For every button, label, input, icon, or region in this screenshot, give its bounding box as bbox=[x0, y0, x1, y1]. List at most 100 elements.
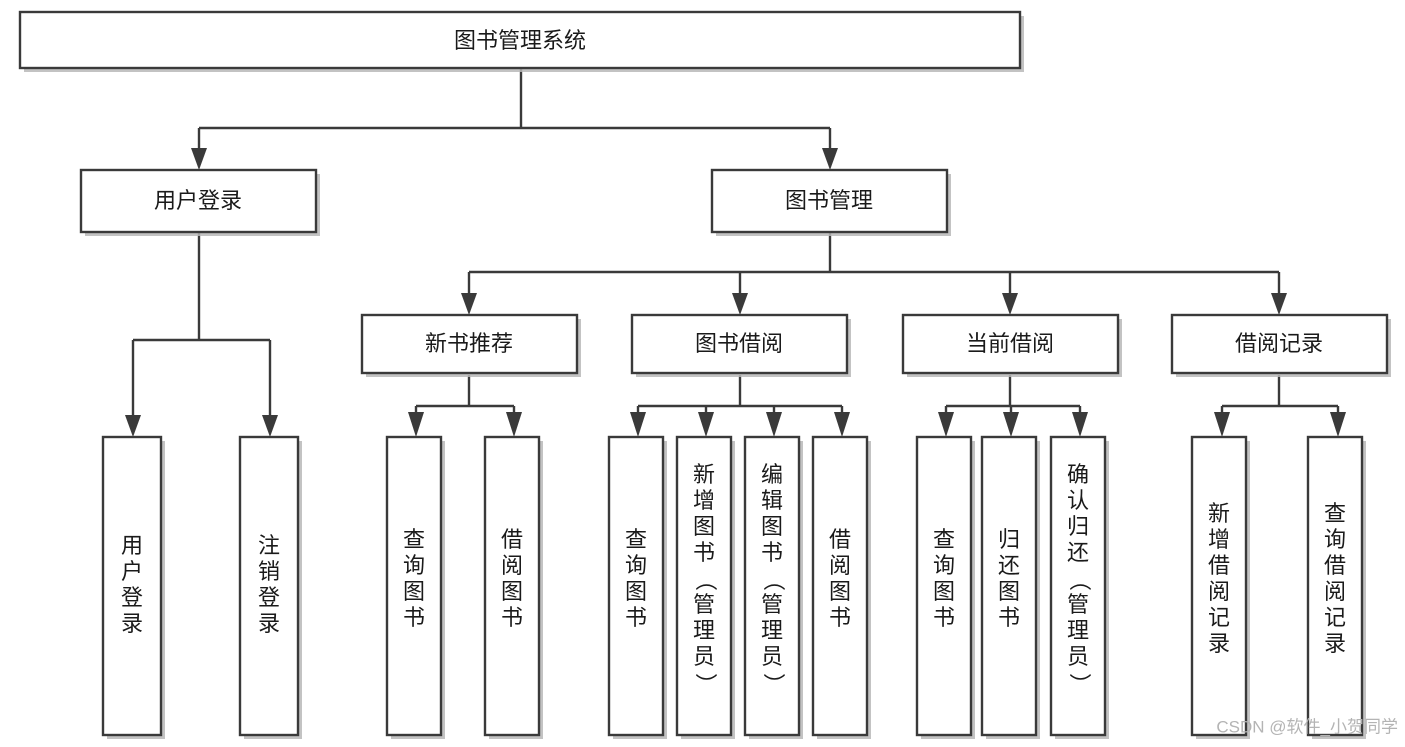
leaf-rect bbox=[385, 435, 443, 737]
leaf-label-char: 询 bbox=[403, 553, 425, 578]
connector-group-borrow-record bbox=[1214, 375, 1346, 437]
arrow-head-icon bbox=[630, 412, 646, 437]
leaf-rect bbox=[811, 435, 869, 737]
leaf-label-char: 查 bbox=[403, 527, 425, 552]
leaf-rect bbox=[743, 435, 801, 737]
arrow-head-icon bbox=[1072, 412, 1088, 437]
leaf-label-char: 管 bbox=[1067, 592, 1089, 617]
leaf-label-char: 书 bbox=[829, 605, 851, 630]
leaf-label-char: 增 bbox=[693, 488, 715, 513]
arrow-head-icon bbox=[125, 415, 141, 437]
node-current-borrow[interactable]: 当前借阅 bbox=[901, 313, 1122, 377]
node-borrow-record[interactable]: 借阅记录 bbox=[1170, 313, 1391, 377]
leaf-label-char: 图 bbox=[693, 514, 715, 539]
node-borrow-record-rect bbox=[1170, 313, 1389, 375]
leaf-label-char: 询 bbox=[625, 553, 647, 578]
arrow-head-icon bbox=[262, 415, 278, 437]
leaf-label-char: 编 bbox=[761, 462, 783, 487]
node-book-management-label: 图书管理 bbox=[785, 188, 873, 213]
leaf-label-char: 员 bbox=[1067, 644, 1089, 669]
leaf-label-char: 归 bbox=[1067, 514, 1089, 539]
node-user-login-rect bbox=[79, 168, 318, 234]
leaf-label-char: 用 bbox=[121, 533, 143, 558]
leaf-label-char: 录 bbox=[121, 611, 143, 636]
arrow-head-icon bbox=[461, 293, 477, 315]
arrow-head-icon bbox=[1330, 412, 1346, 437]
leaf-label-char: 阅 bbox=[501, 553, 523, 578]
leaf-label-char: 阅 bbox=[829, 553, 851, 578]
leaf-label-char: ） bbox=[761, 673, 786, 695]
node-root-rect bbox=[18, 10, 1022, 70]
leaf-label-char: 员 bbox=[761, 644, 783, 669]
leaf-label-char: 录 bbox=[1208, 631, 1230, 656]
leaf-label-char: 询 bbox=[933, 553, 955, 578]
leaf-label-char: 确 bbox=[1067, 462, 1089, 487]
node-book-management-rect bbox=[710, 168, 949, 234]
leaf-label-char: 登 bbox=[121, 585, 143, 610]
leaf-label-char: 借 bbox=[829, 527, 851, 552]
node-root-label: 图书管理系统 bbox=[454, 28, 586, 53]
leaf-label-char: 记 bbox=[1324, 605, 1346, 630]
leaf-rect bbox=[607, 435, 665, 737]
leaf-rect bbox=[915, 435, 973, 737]
leaf-label-char: ） bbox=[693, 673, 718, 695]
leaf-label-char: ） bbox=[1067, 673, 1092, 695]
leaf-label-char: 新 bbox=[1208, 501, 1230, 526]
watermark-label: CSDN @软件_小贺同学 bbox=[1216, 717, 1398, 736]
arrow-head-icon bbox=[938, 412, 954, 437]
arrow-head-icon bbox=[1214, 412, 1230, 437]
node-book-borrow[interactable]: 图书借阅 bbox=[630, 313, 851, 377]
leaf-label-char: 书 bbox=[403, 605, 425, 630]
node-current-borrow-label: 当前借阅 bbox=[966, 331, 1054, 356]
leaf-label-char: （ bbox=[693, 569, 718, 591]
leaf-label-char: 询 bbox=[1324, 527, 1346, 552]
connector-group-user-login bbox=[125, 232, 278, 437]
leaf-label-char: （ bbox=[1067, 569, 1092, 591]
leaf-label-char: 录 bbox=[258, 611, 280, 636]
node-book-borrow-rect bbox=[630, 313, 849, 375]
connector-group-root bbox=[191, 68, 838, 170]
node-user-login[interactable]: 用户登录 bbox=[79, 168, 320, 236]
node-new-book-recommend[interactable]: 新书推荐 bbox=[360, 313, 581, 377]
arrow-head-icon bbox=[506, 412, 522, 437]
connector-group-current-borrow bbox=[938, 375, 1088, 437]
leaf-label-char: 查 bbox=[625, 527, 647, 552]
leaf-label-char: 图 bbox=[761, 514, 783, 539]
leaf-label-char: 图 bbox=[403, 579, 425, 604]
leaf-rect bbox=[980, 435, 1038, 737]
leaf-label-char: 新 bbox=[693, 462, 715, 487]
leaf-label-char: 阅 bbox=[1324, 579, 1346, 604]
node-book-management[interactable]: 图书管理 bbox=[710, 168, 951, 236]
leaf-label-char: 增 bbox=[1208, 527, 1230, 552]
node-user-login-label: 用户登录 bbox=[154, 188, 242, 213]
leaf-label-char: 理 bbox=[693, 618, 715, 643]
node-leaf-user-login[interactable]: 用户登录 bbox=[101, 435, 165, 739]
node-root[interactable]: 图书管理系统 bbox=[18, 10, 1024, 72]
leaf-rect bbox=[1190, 435, 1248, 737]
leaf-label-user-login: 用户登录 bbox=[121, 533, 143, 636]
leaf-label-char: 阅 bbox=[1208, 579, 1230, 604]
node-current-borrow-rect bbox=[901, 313, 1120, 375]
arrow-head-icon bbox=[698, 412, 714, 437]
